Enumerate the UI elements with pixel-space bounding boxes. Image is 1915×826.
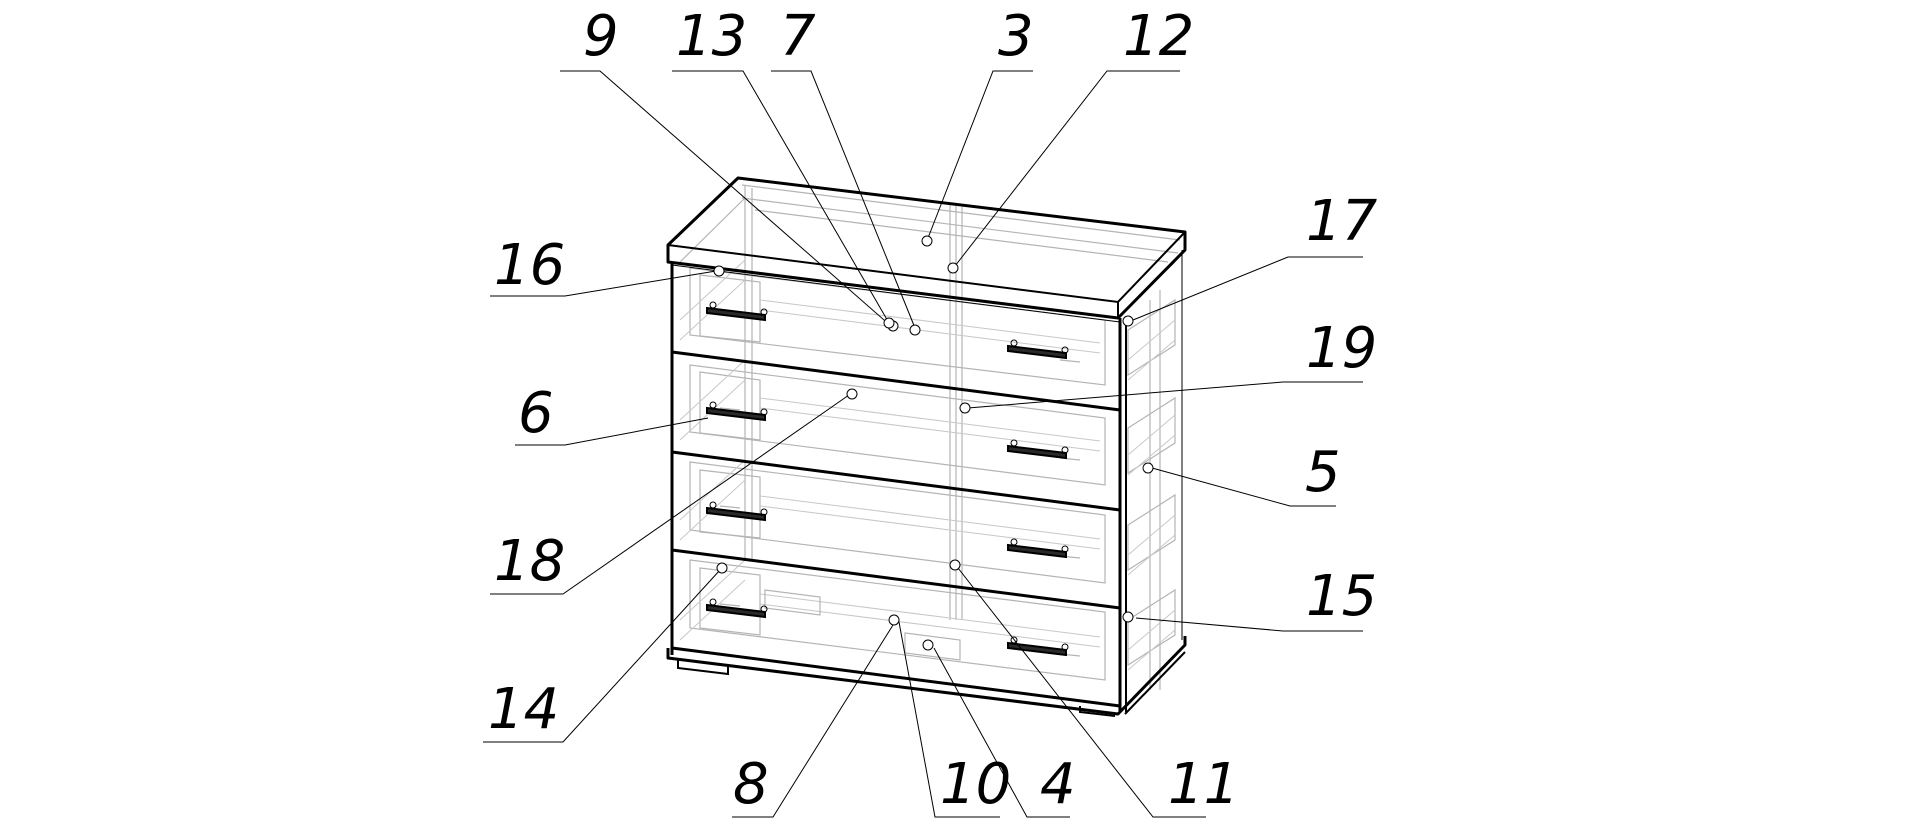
callout-label-12: 12 — [1123, 4, 1194, 69]
plinth — [666, 636, 1187, 716]
handle-drawer-2-right — [1007, 439, 1069, 460]
drawer-separator-1 — [671, 350, 1121, 412]
drawer-separator-2 — [671, 450, 1121, 512]
callout-8: 8 — [732, 614, 900, 818]
callout-label-19: 19 — [1306, 316, 1377, 381]
callout-label-7: 7 — [780, 4, 816, 69]
callout-label-6: 6 — [518, 381, 554, 446]
callout-19: 19 — [959, 316, 1377, 414]
handle-drawer-1-right — [1007, 339, 1069, 360]
callout-label-17: 17 — [1306, 189, 1378, 254]
callout-18: 18 — [490, 388, 858, 595]
handle-drawer-4-left — [706, 598, 768, 619]
callout-4: 4 — [922, 639, 1076, 818]
callout-label-18: 18 — [494, 529, 565, 594]
handle-drawer-1-left — [706, 301, 768, 322]
callout-6: 6 — [515, 381, 709, 446]
callout-16: 16 — [490, 233, 725, 298]
callout-label-9: 9 — [583, 4, 619, 69]
callout-15: 15 — [1122, 564, 1377, 632]
callout-label-8: 8 — [733, 752, 769, 817]
handles — [706, 301, 1069, 657]
drawer-fronts — [671, 264, 1121, 708]
callout-12: 12 — [947, 4, 1194, 274]
callout-label-14: 14 — [488, 677, 559, 742]
handle-drawer-3-right — [1007, 538, 1069, 559]
handle-drawer-3-left — [706, 501, 768, 522]
handle-drawer-4-right — [1007, 636, 1069, 657]
carcass-outline — [666, 176, 1187, 717]
callout-label-5: 5 — [1305, 440, 1341, 505]
callout-label-13: 13 — [676, 4, 747, 69]
callout-label-11: 11 — [1168, 752, 1239, 817]
callout-label-15: 15 — [1306, 564, 1377, 629]
callouts: 9 13 7 3 12 16 — [483, 4, 1378, 818]
callout-13: 13 — [672, 4, 895, 329]
callout-9: 9 — [560, 4, 899, 332]
callout-7: 7 — [771, 4, 921, 336]
callout-label-4: 4 — [1040, 752, 1076, 817]
callout-17: 17 — [1122, 189, 1378, 327]
callout-14: 14 — [483, 562, 728, 743]
callout-5: 5 — [1142, 440, 1341, 507]
callout-label-16: 16 — [494, 233, 565, 298]
drawer-separator-3 — [671, 548, 1121, 610]
callout-label-10: 10 — [940, 752, 1011, 817]
callout-10: 10 — [898, 621, 1011, 818]
callout-label-3: 3 — [998, 4, 1034, 69]
top-board — [666, 176, 1187, 320]
handle-drawer-2-left — [706, 401, 768, 422]
callout-11: 11 — [949, 559, 1239, 818]
callout-3: 3 — [921, 4, 1034, 247]
drawer-bottom-edge — [671, 646, 1121, 708]
